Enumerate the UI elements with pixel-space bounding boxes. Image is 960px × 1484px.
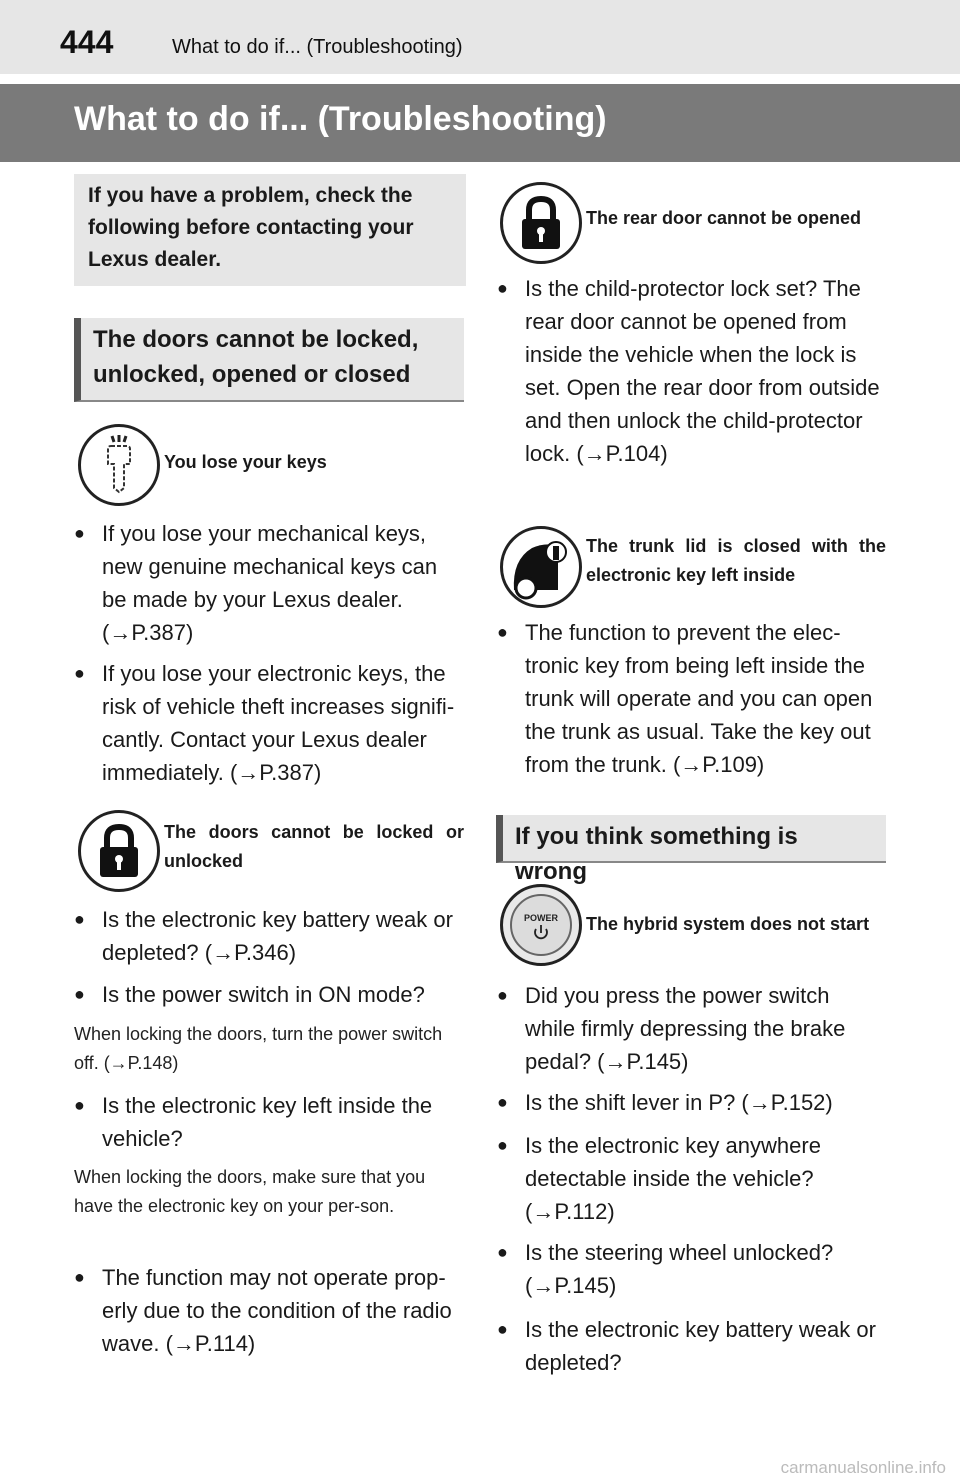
list-item: The function may not operate prop-erly d…: [74, 1261, 466, 1360]
svg-text:POWER: POWER: [524, 913, 559, 923]
list-item: Is the electronic key battery weak or de…: [74, 903, 466, 969]
subheading-rear-door: The rear door cannot be opened: [586, 208, 862, 228]
section-wrong: If you think something is wrong: [496, 815, 886, 885]
trunk-key-icon: [500, 526, 582, 608]
list-item: If you lose your electronic keys, the ri…: [74, 657, 460, 789]
page-title: What to do if... (Troubleshooting): [74, 100, 607, 138]
list-item: Did you press the power switch while fir…: [497, 979, 877, 1078]
watermark: carmanualsonline.info: [780, 1458, 946, 1477]
list-item: Is the steering wheel unlocked? (→P.145): [497, 1236, 877, 1302]
list-item: If you lose your mechanical keys, new ge…: [74, 517, 454, 649]
padlock-icon: [500, 182, 582, 264]
note-text: When locking the doors, make sure that y…: [74, 1167, 426, 1216]
list-item: Is the electronic key battery weak or de…: [497, 1313, 889, 1379]
list-item: Is the electronic key left inside the ve…: [74, 1089, 454, 1155]
subheading-lose-keys: You lose your keys: [164, 452, 327, 472]
note-text: When locking the doors, turn the power s…: [74, 1024, 443, 1073]
list-item: Is the child-protector lock set? The rea…: [497, 272, 887, 470]
subheading-trunk: The trunk lid is closed with the electro…: [586, 536, 886, 585]
title-band: [0, 84, 960, 162]
subheading-locked: The doors cannot be locked or unlocked: [164, 822, 464, 871]
intro-box: If you have a problem, check the followi…: [74, 174, 466, 286]
page-number: 444: [60, 24, 114, 60]
power-button-icon: POWER: [500, 884, 582, 966]
key-icon: [78, 424, 160, 506]
padlock-icon: [78, 810, 160, 892]
section-doors: The doors cannot be locked, unlocked, op…: [74, 318, 464, 402]
list-item: Is the shift lever in P? (→P.152): [497, 1086, 889, 1119]
list-item: Is the power switch in ON mode?: [74, 978, 466, 1011]
subheading-hybrid: The hybrid system does not start: [586, 914, 870, 934]
running-header: What to do if... (Troubleshooting): [172, 36, 463, 58]
list-item: Is the electronic key anywhere detectabl…: [497, 1129, 877, 1228]
header-bar: [0, 0, 960, 74]
list-item: The function to prevent the elec-tronic …: [497, 616, 889, 781]
